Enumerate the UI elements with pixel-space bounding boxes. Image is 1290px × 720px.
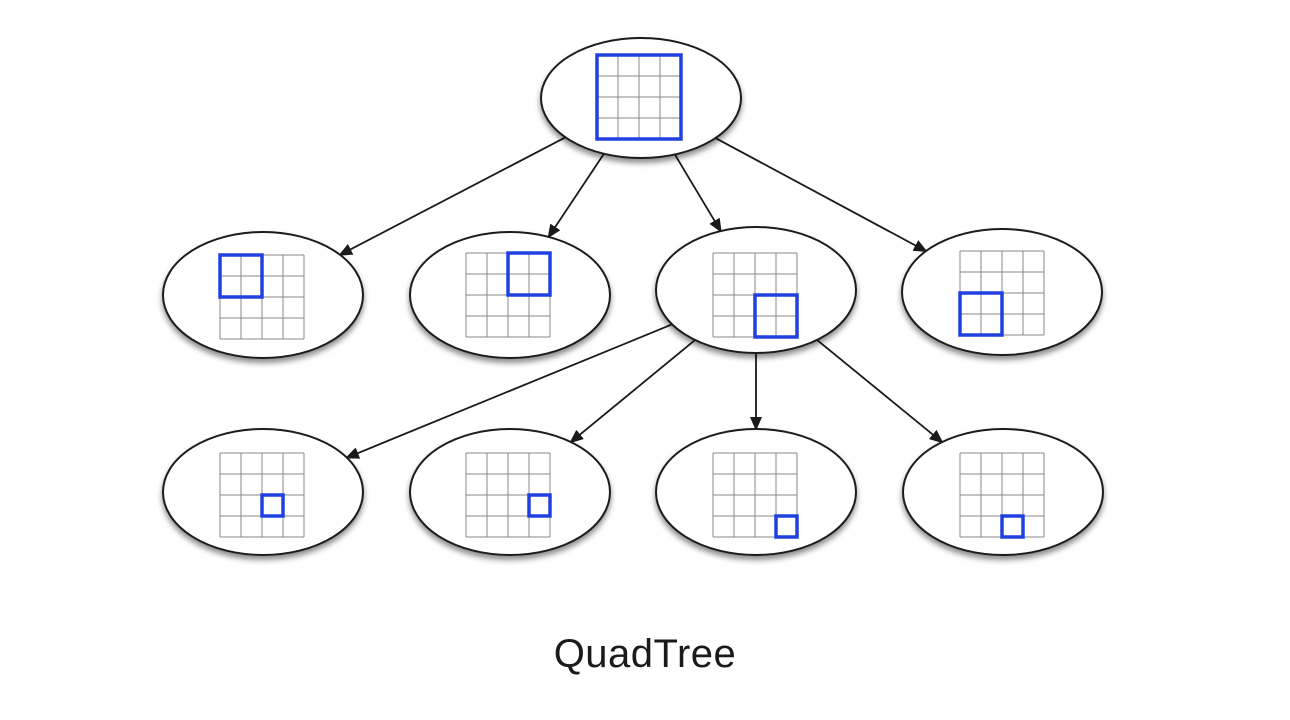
highlighted-region	[753, 293, 799, 339]
quadtree-diagram	[162, 37, 1104, 556]
highlighted-region	[774, 514, 799, 539]
node-ellipse	[409, 428, 611, 556]
diagram-caption: QuadTree	[553, 632, 737, 676]
nodes	[162, 37, 1104, 556]
highlighted-region	[218, 253, 264, 299]
highlighted-region	[260, 493, 285, 518]
edge-root-to-child-4	[715, 137, 928, 253]
node-root	[540, 37, 742, 159]
highlighted-region	[595, 53, 683, 141]
edge-child-3-to-grandchild-1	[344, 323, 673, 459]
edge-child-3-to-grandchild-4	[816, 339, 944, 444]
edges	[338, 136, 944, 459]
edge-root-to-child-1	[338, 136, 566, 256]
node-ellipse	[655, 428, 857, 556]
node-ellipse	[162, 428, 364, 556]
quadrant-grid	[712, 452, 798, 538]
node-child-1	[162, 231, 364, 359]
node-ellipse	[902, 428, 1104, 556]
node-ellipse	[540, 37, 742, 159]
node-child-2	[409, 231, 611, 359]
node-ellipse	[655, 226, 857, 354]
node-grandchild-1	[162, 428, 364, 556]
highlighted-region	[958, 291, 1004, 337]
node-grandchild-2	[409, 428, 611, 556]
node-child-3	[655, 226, 857, 354]
edge-root-to-child-2	[547, 153, 605, 239]
highlighted-region	[1000, 514, 1025, 539]
node-grandchild-3	[655, 428, 857, 556]
highlighted-region	[506, 251, 552, 297]
node-child-4	[901, 228, 1103, 356]
quadrant-grid	[465, 452, 551, 538]
edge-child-3-to-grandchild-2	[569, 339, 696, 444]
highlighted-region	[527, 493, 552, 518]
edge-root-to-child-3	[674, 154, 722, 233]
node-grandchild-4	[902, 428, 1104, 556]
